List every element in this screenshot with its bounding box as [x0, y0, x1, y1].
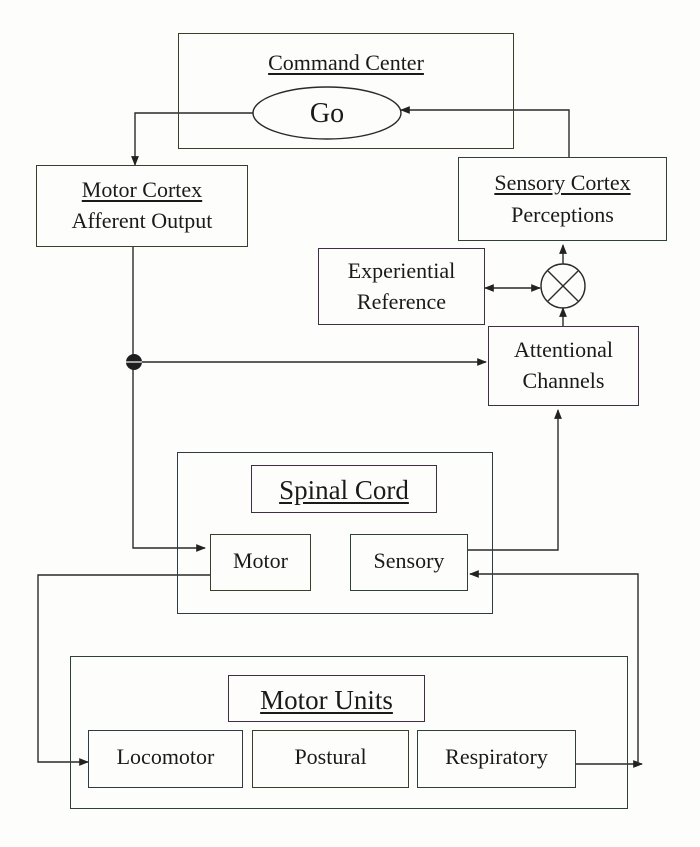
command-center-box: Command Center: [178, 33, 514, 149]
respiratory-box: Respiratory: [417, 730, 576, 788]
attentional-line2: Channels: [522, 368, 605, 393]
motor-units-box: [70, 656, 628, 809]
attentional-channels-box: Attentional Channels: [488, 326, 639, 406]
arrow-sensory-to-go: [400, 106, 570, 157]
experiential-line2: Reference: [356, 289, 447, 314]
spinal-motor-box: Motor: [210, 534, 311, 591]
experiential-line1: Experiential: [347, 258, 456, 283]
postural-label: Postural: [294, 744, 367, 769]
spinal-sensory-box: Sensory: [350, 534, 468, 591]
motor-units-title: Motor Units: [260, 685, 393, 715]
experiential-reference-box: Experiential Reference: [318, 248, 485, 325]
spinal-cord-box: [177, 452, 493, 614]
sensory-cortex-line2: Perceptions: [511, 202, 614, 227]
go-label: Go: [309, 98, 345, 129]
spinal-cord-title: Spinal Cord: [279, 475, 409, 505]
arrow-sensory-to-attentional: [468, 409, 562, 551]
locomotor-label: Locomotor: [116, 744, 215, 769]
sensory-cortex-box: Sensory Cortex Perceptions: [458, 157, 667, 241]
command-center-title: Command Center: [268, 50, 424, 75]
spinal-cord-title-box: Spinal Cord: [251, 465, 437, 513]
motor-cortex-box: Motor Cortex Afferent Output: [36, 165, 248, 247]
line-motor-cortex-down: [132, 247, 206, 552]
motor-cortex-line1: Motor Cortex: [81, 177, 203, 202]
spinal-sensory-label: Sensory: [373, 548, 445, 573]
comparator-icon: [540, 263, 586, 309]
arrow-feedback-to-sensory: [469, 570, 639, 764]
motor-cortex-line2: Afferent Output: [71, 208, 213, 233]
respiratory-label: Respiratory: [445, 744, 548, 769]
locomotor-box: Locomotor: [88, 730, 243, 788]
comparator-cross: [547, 270, 579, 302]
sensory-cortex-line1: Sensory Cortex: [494, 170, 631, 195]
arrow-motor-to-locomotor: [37, 574, 210, 766]
go-ellipse: [252, 86, 402, 140]
postural-box: Postural: [252, 730, 409, 788]
arrow-go-to-motor-cortex: [131, 112, 253, 166]
spinal-motor-label: Motor: [233, 548, 288, 573]
motor-units-title-box: Motor Units: [228, 675, 425, 722]
attentional-line1: Attentional: [514, 337, 613, 362]
